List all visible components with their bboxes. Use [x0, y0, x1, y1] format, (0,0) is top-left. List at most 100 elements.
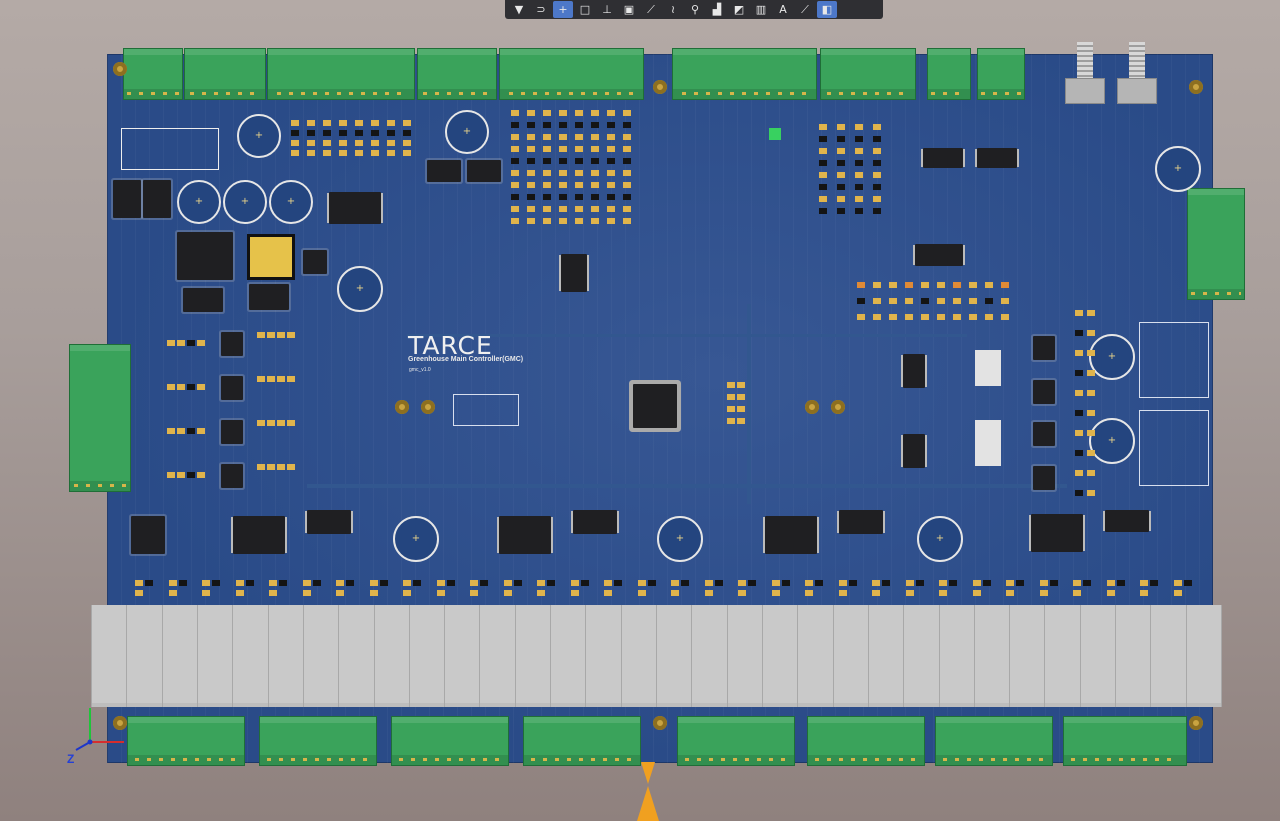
- smd-pad: [307, 140, 315, 146]
- smd-pad: [559, 194, 567, 200]
- smd-pad: [527, 134, 535, 140]
- pin-icon[interactable]: ⚲: [690, 3, 700, 16]
- relay: [480, 605, 516, 707]
- ic-chip: [903, 354, 925, 388]
- smd-pad: [559, 206, 567, 212]
- smd-pad: [202, 590, 210, 596]
- ic-chip: [307, 510, 351, 534]
- ic-chip: [923, 148, 963, 168]
- smd-pad: [503, 590, 512, 596]
- smd-pad: [527, 158, 535, 164]
- test-point: [421, 400, 435, 414]
- smd-pad: [671, 580, 679, 586]
- smd-pad: [527, 182, 535, 188]
- smd-pad: [969, 314, 977, 320]
- smd-pad: [403, 150, 411, 156]
- select-rect-icon[interactable]: □: [579, 3, 591, 16]
- relay: [197, 605, 234, 707]
- smd-pad: [527, 122, 535, 128]
- smd-pad: [470, 590, 478, 596]
- text-icon[interactable]: A: [779, 3, 787, 16]
- relay: [1010, 605, 1046, 707]
- smd-pad: [187, 340, 195, 346]
- measure-icon[interactable]: ◩: [733, 3, 745, 16]
- smd-pad: [570, 590, 579, 596]
- smd-pad: [559, 182, 567, 188]
- smd-pad: [873, 314, 881, 320]
- smd-pad: [727, 394, 735, 400]
- smd-pad: [591, 146, 599, 152]
- smd-pad: [575, 194, 583, 200]
- terminal-block: [417, 48, 497, 100]
- smd-pad: [302, 590, 311, 596]
- smd-pad: [873, 172, 881, 178]
- smd-pad: [985, 298, 993, 304]
- ic-chip: [131, 516, 165, 554]
- smd-pad: [167, 428, 175, 434]
- 3d-view-icon[interactable]: ◧: [817, 1, 837, 18]
- smd-pad: [537, 580, 545, 586]
- component-icon[interactable]: ▣: [623, 3, 635, 16]
- smd-pad: [591, 122, 599, 128]
- pcb-board[interactable]: TARCE Greenhouse Main Controller(GMC) gm…: [69, 42, 1245, 766]
- mounting-hole: [653, 716, 667, 730]
- smd-pad: [873, 208, 881, 214]
- rj45-connector: [1139, 322, 1209, 398]
- smd-pad: [819, 196, 827, 202]
- smd-pad: [855, 196, 863, 202]
- terminal-block: [267, 48, 415, 100]
- smd-pad: [872, 580, 880, 586]
- magnet-icon[interactable]: ⊃: [536, 3, 546, 16]
- region-icon[interactable]: ▟: [712, 3, 722, 16]
- relay: [233, 605, 269, 707]
- smd-pad: [607, 110, 615, 116]
- smd-pad: [748, 580, 756, 586]
- smd-pad: [855, 124, 863, 130]
- smd-pad: [1083, 580, 1091, 586]
- diode: [467, 160, 501, 182]
- smd-pad: [1075, 350, 1083, 356]
- smd-pad: [543, 146, 551, 152]
- smd-pad: [1087, 390, 1095, 396]
- smd-pad: [575, 134, 583, 140]
- electrolytic-capacitor: [445, 110, 489, 154]
- smd-pad: [287, 332, 295, 338]
- smd-pad: [307, 150, 315, 156]
- smd-pad: [355, 150, 363, 156]
- align-icon[interactable]: ⊥: [602, 3, 612, 16]
- mounting-hole: [113, 62, 127, 76]
- smd-pad: [1073, 590, 1081, 596]
- crosshair-icon[interactable]: +: [553, 1, 573, 18]
- smd-pad: [1075, 390, 1083, 396]
- smd-pad: [387, 140, 395, 146]
- smd-pad: [177, 428, 185, 434]
- test-point: [831, 400, 845, 414]
- smd-pad: [1106, 580, 1115, 586]
- smd-pad: [857, 298, 865, 304]
- smd-pad: [604, 580, 612, 586]
- smd-pad: [1087, 410, 1095, 416]
- relay: [586, 605, 622, 707]
- smd-pad: [607, 134, 615, 140]
- mounting-hole: [1189, 716, 1203, 730]
- smd-pad: [855, 172, 863, 178]
- line-icon[interactable]: ⟋: [801, 2, 809, 16]
- smd-pad: [257, 464, 265, 470]
- filter-icon[interactable]: ▼: [514, 3, 524, 16]
- terminal-block: [499, 48, 644, 100]
- smd-pad: [972, 590, 981, 596]
- smd-pad: [167, 340, 175, 346]
- smd-pad: [837, 196, 845, 202]
- smd-pad: [872, 590, 880, 596]
- bus-icon[interactable]: ≀: [670, 3, 676, 16]
- smd-pad: [949, 580, 957, 586]
- chart-icon[interactable]: ▥: [755, 3, 767, 16]
- smd-pad: [339, 130, 347, 136]
- fuse-holder: [121, 128, 219, 170]
- smd-pad: [591, 218, 599, 224]
- smd-pad: [187, 472, 195, 478]
- smd-pad: [543, 206, 551, 212]
- status-led: [769, 128, 781, 140]
- route-icon[interactable]: ⟋: [647, 2, 655, 16]
- smd-pad: [177, 384, 185, 390]
